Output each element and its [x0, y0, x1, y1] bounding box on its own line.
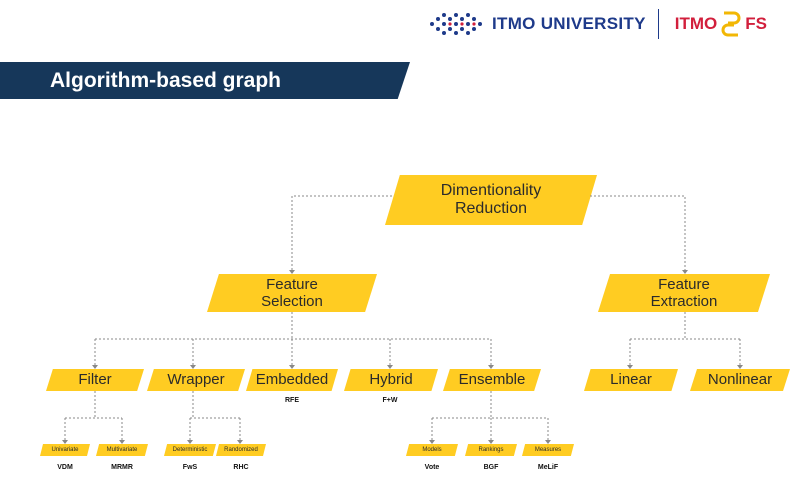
node-wrapper: Wrapper: [147, 369, 245, 391]
node-multivariate: Multivariate: [96, 444, 148, 456]
node-feature-extraction-line1: Feature: [658, 275, 710, 293]
university-name: ITMO UNIVERSITY: [492, 14, 646, 33]
node-nonlinear-label: Nonlinear: [707, 371, 773, 389]
node-filter-label: Filter: [78, 371, 112, 389]
node-models-label: Models: [422, 446, 442, 453]
node-feature-selection-line1: Feature: [266, 275, 318, 293]
node-deterministic-label: Deterministic: [172, 446, 208, 453]
itmofs-right-text: FS: [745, 14, 767, 33]
example-vdm: VDM: [57, 464, 73, 471]
node-nonlinear: Nonlinear: [690, 369, 790, 391]
node-filter: Filter: [46, 369, 144, 391]
node-rankings: Rankings: [465, 444, 517, 456]
example-vote: Vote: [424, 464, 440, 471]
node-embedded: Embedded: [246, 369, 338, 391]
example-fw: F+W: [382, 397, 398, 404]
example-rfe: RFE: [285, 397, 299, 404]
section-title: Algorithm-based graph: [50, 69, 282, 92]
node-rankings-label: Rankings: [478, 446, 504, 453]
node-measures-label: Measures: [534, 446, 562, 453]
node-ensemble-label: Ensemble: [458, 371, 526, 389]
example-rhc: RHC: [233, 464, 249, 471]
node-root-line2: Reduction: [454, 200, 528, 217]
logo-bar: ITMO UNIVERSITY ITMO FS: [428, 8, 767, 40]
node-randomized-label: Randomized: [224, 446, 258, 453]
node-univariate: Univariate: [40, 444, 90, 456]
logo-divider: [657, 9, 659, 39]
node-univariate-label: Univariate: [51, 446, 79, 453]
itmofs-left-text: ITMO: [674, 14, 718, 33]
node-linear-label: Linear: [610, 371, 652, 389]
node-hybrid: Hybrid: [344, 369, 438, 391]
example-melif: MeLiF: [537, 464, 559, 471]
example-fws: FwS: [182, 464, 198, 471]
node-linear: Linear: [584, 369, 678, 391]
node-deterministic: Deterministic: [164, 444, 216, 456]
node-measures: Measures: [522, 444, 574, 456]
chain-link-icon: [721, 11, 741, 37]
node-wrapper-label: Wrapper: [167, 371, 225, 389]
example-mrmr: MRMR: [111, 464, 133, 471]
itmofs-logo: ITMO FS: [675, 9, 767, 39]
example-bgf: BGF: [483, 464, 499, 471]
node-feature-extraction-line2: Extraction: [650, 293, 718, 310]
node-multivariate-label: Multivariate: [106, 446, 138, 453]
node-randomized: Randomized: [216, 444, 266, 456]
node-ensemble: Ensemble: [443, 369, 541, 391]
node-embedded-label: Embedded: [255, 371, 329, 389]
section-banner: [0, 62, 410, 99]
node-feature-selection-line2: Selection: [261, 293, 323, 310]
itmo-dots-logo-icon: [430, 13, 482, 35]
node-models: Models: [406, 444, 458, 456]
node-root-line1: Dimentionality: [440, 181, 542, 199]
node-hybrid-label: Hybrid: [369, 371, 413, 389]
